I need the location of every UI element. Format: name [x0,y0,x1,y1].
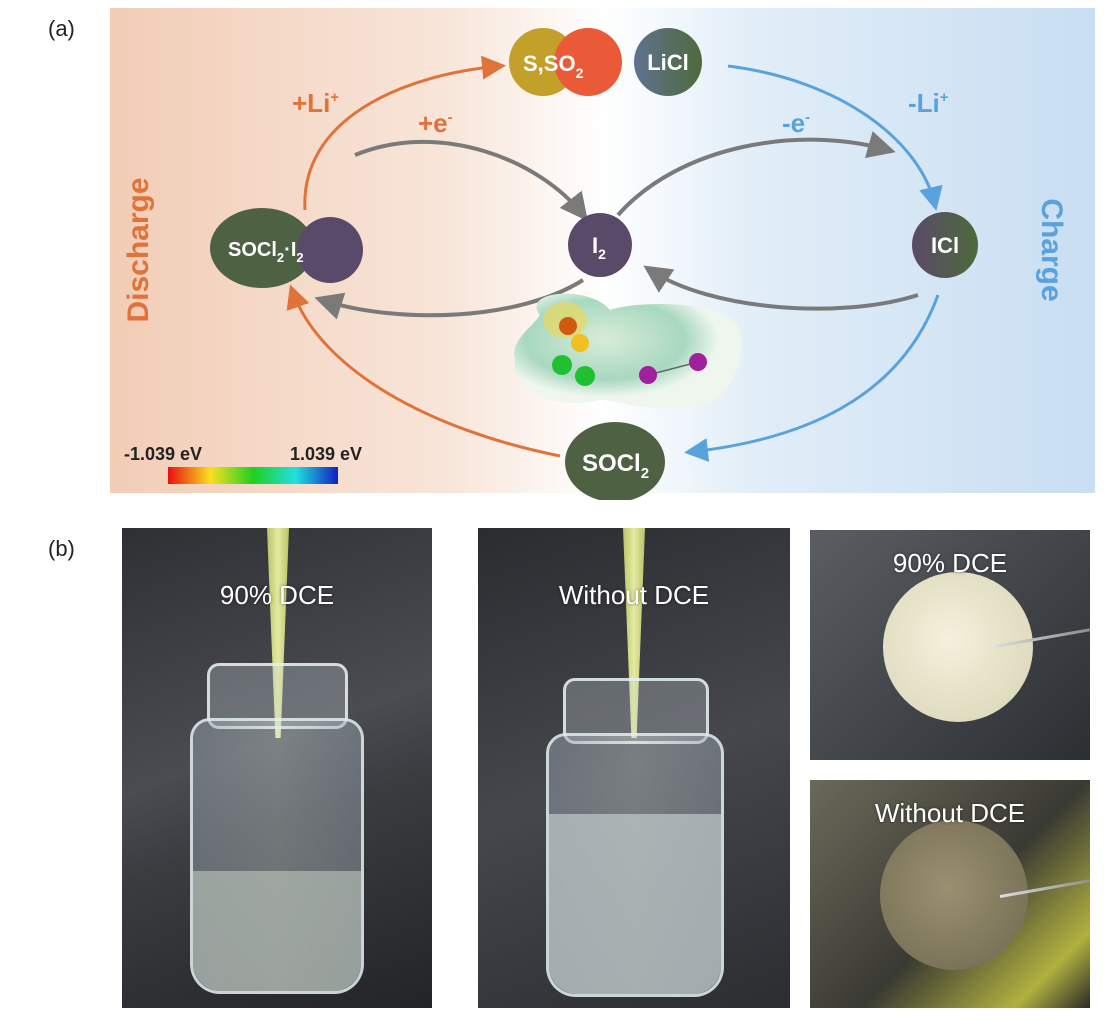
caption-without-dce: Without DCE [558,580,710,610]
charge-label: Charge [1035,198,1068,301]
colorbar [168,467,338,484]
arrow-labels: +Li+ +e- -e- -Li+ [292,88,949,138]
discharge-label: Discharge [122,177,155,322]
photo-disk-without-dce: Without DCE [810,780,1090,1008]
caption-90-dce: 90% DCE [219,580,335,610]
node-icl: ICl [912,212,978,278]
reaction-cycle-diagram: Discharge Charge +Li+ +e- -e- -Li+ SOCl2… [110,8,1095,500]
node-s-so2: S,SO2 [509,28,622,96]
colorbar-min-label: -1.039 eV [124,444,202,464]
arrow-gray-4 [643,265,919,311]
svg-text:ICl: ICl [931,233,959,258]
arrow-gray-2 [616,131,896,217]
arrow-gray-1 [354,139,588,222]
caption-disk-without-dce: Without DCE [874,798,1026,828]
svg-text:LiCl: LiCl [647,50,689,75]
photo-vial-90-dce: 90% DCE [122,528,432,1008]
panel-label-a: (a) [48,16,75,41]
colorbar-max-label: 1.039 eV [290,444,362,464]
arrow-discharge-up [303,55,506,211]
arrow-charge-down [727,64,943,211]
node-licl: LiCl [634,28,702,96]
svg-text:SOCl2: SOCl2 [582,450,649,482]
node-socl2: SOCl2 [565,422,665,500]
node-socl2-i2: SOCl2·I2 [210,208,363,288]
esp-molecule-image [514,293,742,409]
svg-text:SOCl2·I2: SOCl2·I2 [228,239,304,265]
label-minus-e: -e- [782,108,810,138]
svg-text:I2: I2 [592,233,606,262]
caption-disk-90-dce: 90% DCE [892,548,1008,578]
svg-text:S,SO2: S,SO2 [523,51,584,81]
label-minus-li: -Li+ [908,88,949,118]
photo-vial-without-dce: Without DCE [478,528,790,1008]
arrow-charge-up [684,294,940,462]
arrow-gray-3 [314,278,585,320]
label-plus-li: +Li+ [292,88,339,118]
label-plus-e: +e- [418,108,453,138]
arrow-discharge-down [286,284,561,458]
photo-disk-90-dce: 90% DCE [810,530,1090,760]
panel-label-b: (b) [48,536,75,561]
node-i2: I2 [568,213,632,277]
